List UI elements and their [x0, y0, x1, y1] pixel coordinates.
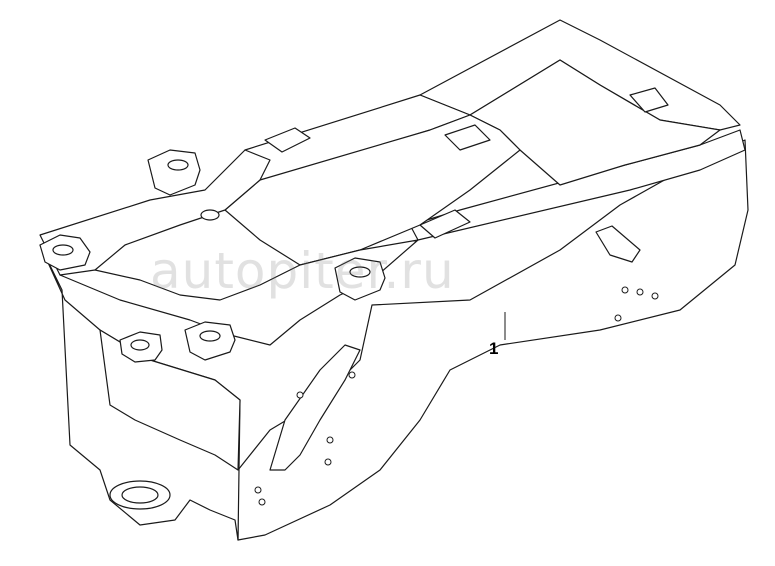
- pad-2: [444, 124, 491, 151]
- bore-mid: [200, 209, 220, 221]
- bolt-hole: [614, 314, 622, 322]
- bolt-hole: [258, 498, 266, 506]
- side-bracket: [595, 225, 641, 263]
- pad-1: [264, 127, 311, 153]
- bore-left-front: [52, 244, 74, 256]
- front-inner-wall: [99, 329, 241, 471]
- bolt-hole: [348, 371, 356, 379]
- rear-right-rail: [409, 129, 746, 241]
- bolt-hole: [651, 292, 659, 300]
- bolt-hole: [324, 458, 332, 466]
- watermark: autopiter.ru: [150, 242, 455, 300]
- bolt-hole: [621, 286, 629, 294]
- pad-4: [629, 87, 669, 113]
- mount-tower-center: [147, 149, 201, 196]
- pad-3: [419, 209, 471, 239]
- bolt-hole: [254, 486, 262, 494]
- bore-lower-left: [130, 339, 150, 351]
- bore-bottom: [199, 330, 221, 342]
- bolt-hole: [296, 391, 304, 399]
- bore-center: [167, 159, 189, 171]
- bolt-hole: [326, 436, 334, 444]
- bolt-hole: [636, 288, 644, 296]
- base-pivot-ring-inner: [121, 486, 159, 504]
- bore-right: [349, 266, 371, 278]
- center-floor: [224, 114, 521, 266]
- part-number-label: 1: [489, 339, 499, 358]
- mount-tower-right: [334, 257, 386, 301]
